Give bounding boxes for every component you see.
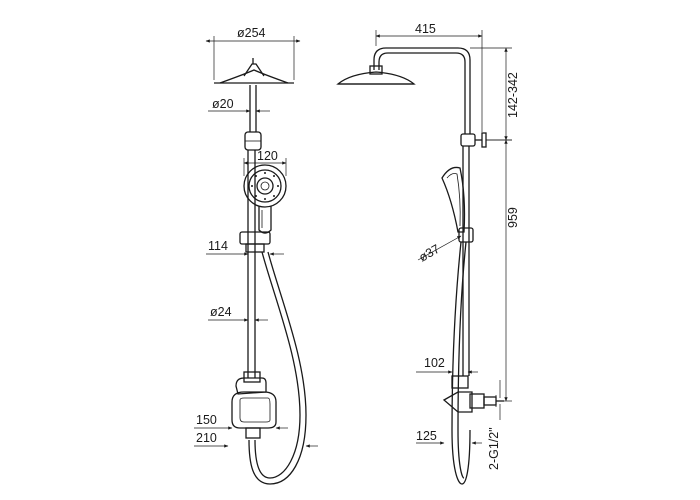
dim-mixer-overall-front: 210 [196, 431, 217, 445]
front-hose [248, 251, 307, 485]
side-hand-shower [441, 166, 466, 233]
front-overhead-shower-head [214, 58, 294, 84]
side-dimensions: 415 142-342 ø37 959 102 125 2-G [375, 22, 520, 470]
dim-mixer-depth-upper: 102 [424, 356, 445, 370]
dim-riser-height: 959 [506, 207, 520, 228]
dim-inlet-thread: 2-G1/2" [487, 427, 501, 470]
side-hose [451, 241, 471, 485]
dim-head-diameter: ø254 [237, 26, 266, 40]
front-slide-holder [239, 231, 271, 253]
side-overhead-arm [336, 47, 471, 134]
front-view: ø254 ø20 120 114 ø24 150 210 [194, 26, 318, 485]
dim-arm-length: 415 [415, 22, 436, 36]
front-dimensions: ø254 ø20 120 114 ø24 150 210 [194, 26, 318, 448]
dim-riser-diameter-lower: ø24 [210, 305, 232, 319]
side-mixer-valve [442, 375, 504, 413]
side-view: 415 142-342 ø37 959 102 125 2-G [336, 22, 520, 485]
side-riser [458, 146, 474, 376]
dim-riser-diameter-top: ø20 [212, 97, 234, 111]
front-upper-riser [244, 85, 262, 151]
dim-height-adjust: 142-342 [506, 72, 520, 118]
dim-mixer-width-front: 150 [196, 413, 217, 427]
front-hand-shower [243, 164, 287, 234]
side-wall-bracket [460, 132, 487, 148]
dim-mixer-depth-lower: 125 [416, 429, 437, 443]
front-mixer-valve [231, 371, 277, 439]
dim-holder-offset: 114 [208, 239, 228, 253]
front-main-riser [247, 150, 256, 378]
dim-hand-shower-width: 120 [257, 149, 278, 163]
dim-hose-diameter: ø37 [417, 242, 443, 265]
